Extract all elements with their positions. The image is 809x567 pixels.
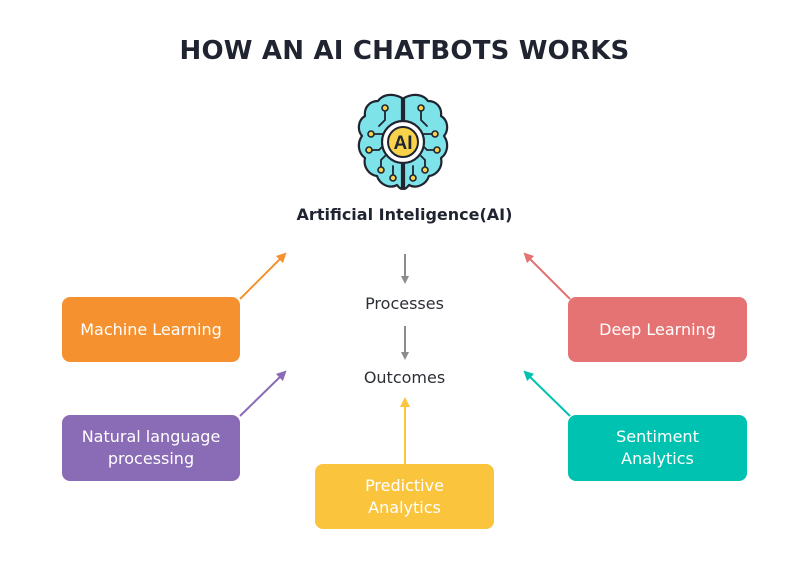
arrow-deep-learning [523, 252, 571, 300]
nlp-label-line1: Natural language [81, 427, 221, 446]
arrow-machine-learning [239, 252, 287, 300]
nlp-box: Natural language processing [62, 415, 240, 481]
processes-label: Processes [365, 294, 444, 313]
sentiment-label-line1: Sentiment [616, 427, 699, 446]
sentiment-label-line2: Analytics [621, 449, 694, 468]
machine-learning-box: Machine Learning [62, 297, 240, 362]
center-label: Artificial Inteligence(AI) [296, 205, 513, 224]
nlp-label-line2: processing [107, 449, 195, 468]
outcomes-label: Outcomes [363, 368, 446, 387]
predictive-analytics-box: Predictive Analytics [315, 464, 494, 529]
predictive-label-line1: Predictive [365, 475, 444, 495]
predictive-label-line2: Analytics [368, 497, 441, 517]
page-title: HOW AN AI CHATBOTS WORKS [179, 36, 630, 66]
deep-learning-label: Deep Learning [599, 319, 716, 339]
brain-badge-text: AI [394, 133, 413, 154]
sentiment-analytics-box: Sentiment Analytics [568, 415, 747, 481]
machine-learning-label: Machine Learning [80, 319, 222, 339]
deep-learning-box: Deep Learning [568, 297, 747, 362]
brain-icon: AI [357, 93, 449, 191]
